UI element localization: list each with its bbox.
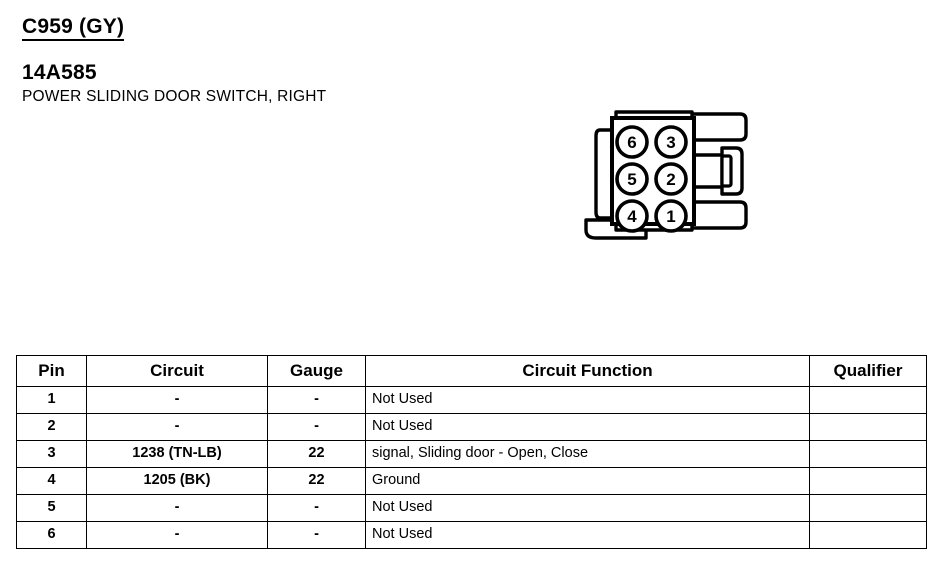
connector-header: C959 (GY) 14A585 POWER SLIDING DOOR SWIT… — [22, 15, 542, 108]
cell-function: signal, Sliding door - Open, Close — [365, 440, 810, 468]
pin-cavity-1 — [654, 199, 688, 233]
cell-qualifier — [809, 386, 927, 414]
pin-cavity-6 — [615, 125, 649, 159]
pin-table-container: Pin Circuit Gauge Circuit Function Quali… — [16, 355, 927, 549]
pin-label-2: 2 — [666, 170, 675, 189]
cell-pin: 1 — [16, 386, 87, 414]
pin-cavity-3 — [654, 125, 688, 159]
connector-pin-group: 6 3 5 2 4 1 — [615, 125, 688, 233]
cell-circuit: - — [86, 521, 268, 549]
column-header-pin: Pin — [16, 355, 87, 387]
connector-tab-upper-right — [688, 112, 748, 142]
pin-table-header: Pin Circuit Gauge Circuit Function Quali… — [16, 355, 927, 387]
column-header-function: Circuit Function — [365, 355, 810, 387]
cell-pin: 5 — [16, 494, 87, 522]
cell-pin: 3 — [16, 440, 87, 468]
cell-qualifier — [809, 467, 927, 495]
cell-function: Not Used — [365, 413, 810, 441]
table-row: 5--Not Used — [16, 494, 927, 522]
connector-tab-lower-right — [688, 200, 748, 230]
cell-function: Not Used — [365, 521, 810, 549]
pin-label-1: 1 — [666, 207, 675, 226]
part-number: 14A585 — [22, 61, 97, 85]
cell-circuit: 1205 (BK) — [86, 467, 268, 495]
cell-circuit: - — [86, 386, 268, 414]
cell-function: Not Used — [365, 494, 810, 522]
pin-label-5: 5 — [627, 170, 636, 189]
table-row: 6--Not Used — [16, 521, 927, 549]
cell-qualifier — [809, 440, 927, 468]
column-header-gauge: Gauge — [267, 355, 366, 387]
cell-qualifier — [809, 521, 927, 549]
connector-diagram: 6 3 5 2 4 1 — [570, 100, 770, 250]
cell-gauge: - — [267, 494, 366, 522]
table-header-row: Pin Circuit Gauge Circuit Function Quali… — [16, 355, 927, 387]
cell-pin: 4 — [16, 467, 87, 495]
pin-label-6: 6 — [627, 133, 636, 152]
cell-function: Ground — [365, 467, 810, 495]
cell-gauge: 22 — [267, 440, 366, 468]
cell-gauge: - — [267, 413, 366, 441]
connector-face-svg: 6 3 5 2 4 1 — [584, 110, 748, 240]
cell-gauge: - — [267, 521, 366, 549]
pin-cavity-4 — [615, 199, 649, 233]
cell-gauge: 22 — [267, 467, 366, 495]
cell-gauge: - — [267, 386, 366, 414]
connector-id-title: C959 (GY) — [22, 15, 125, 42]
cell-circuit: - — [86, 413, 268, 441]
pin-label-4: 4 — [627, 207, 637, 226]
part-description: POWER SLIDING DOOR SWITCH, RIGHT — [22, 88, 327, 106]
connector-latch-tongue — [720, 154, 733, 188]
cell-qualifier — [809, 494, 927, 522]
cell-qualifier — [809, 413, 927, 441]
pin-cavity-5 — [615, 162, 649, 196]
cell-pin: 2 — [16, 413, 87, 441]
pin-cavity-2 — [654, 162, 688, 196]
cell-circuit: - — [86, 494, 268, 522]
cell-circuit: 1238 (TN-LB) — [86, 440, 268, 468]
column-header-circuit: Circuit — [86, 355, 268, 387]
column-header-qualifier: Qualifier — [809, 355, 927, 387]
table-row: 1--Not Used — [16, 386, 927, 414]
table-row: 2--Not Used — [16, 413, 927, 441]
pin-label-3: 3 — [666, 133, 675, 152]
pin-table: Pin Circuit Gauge Circuit Function Quali… — [16, 355, 927, 549]
cell-pin: 6 — [16, 521, 87, 549]
cell-function: Not Used — [365, 386, 810, 414]
